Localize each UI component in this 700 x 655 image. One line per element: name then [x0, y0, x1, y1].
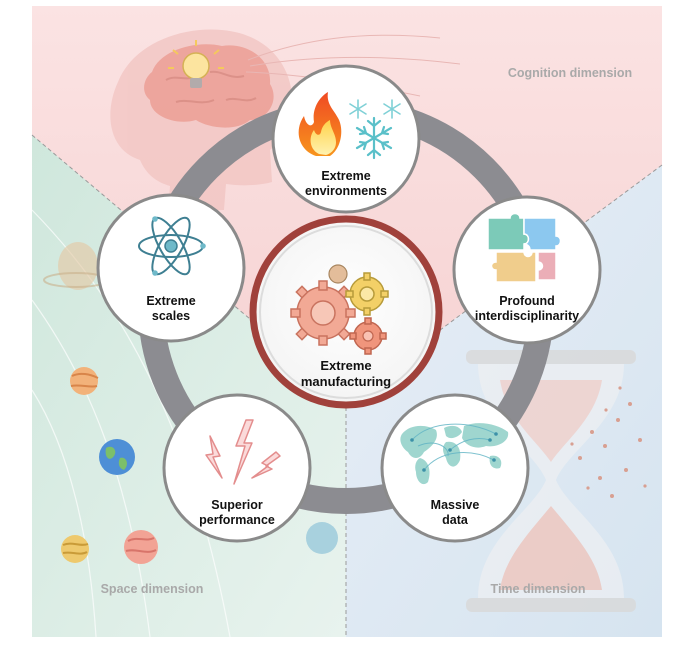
superior-performance-line1: Superior — [211, 498, 263, 512]
center-label-line1: Extreme — [320, 358, 371, 373]
space-dimension-label: Space dimension — [101, 582, 204, 596]
center-node: Extreme manufacturing — [249, 215, 443, 409]
extreme-environments-line1: Extreme — [321, 169, 370, 183]
node-profound-interdisciplinarity: Profound interdisciplinarity — [452, 195, 602, 345]
fire-icon — [298, 92, 342, 156]
node-massive-data: Massive data — [380, 393, 530, 543]
massive-data-line1: Massive — [431, 498, 480, 512]
node-superior-performance: Superior performance — [162, 393, 312, 543]
world-map-network-icon — [400, 423, 509, 485]
planet-orange-icon — [70, 367, 98, 395]
profound-interdisciplinarity-line1: Profound — [499, 294, 555, 308]
planet-ringed-icon — [58, 242, 98, 290]
extreme-environments-line2: environments — [305, 184, 387, 198]
superior-performance-line2: performance — [199, 513, 275, 527]
center-label-line2: manufacturing — [301, 374, 391, 389]
head-with-lightbulb-icon — [110, 29, 461, 212]
planets-orbits-icon — [31, 209, 338, 638]
extreme-scales-line2: scales — [152, 309, 190, 323]
node-extreme-scales: Extreme scales — [96, 193, 246, 343]
small-snowflake-right-icon — [383, 99, 401, 119]
gears-icon — [290, 264, 389, 355]
small-snowflake-left-icon — [349, 99, 367, 119]
planet-teal-icon — [306, 522, 338, 554]
cognition-dimension-label: Cognition dimension — [508, 66, 632, 80]
profound-interdisciplinarity-line2: interdisciplinarity — [475, 309, 579, 323]
planet-earth-icon — [99, 439, 135, 475]
time-dimension-label: Time dimension — [491, 582, 586, 596]
puzzle-icon — [487, 212, 562, 283]
snowflake-icon — [355, 116, 393, 160]
extreme-scales-line1: Extreme — [146, 294, 195, 308]
lightning-icon — [205, 419, 281, 485]
planet-pink-icon — [124, 530, 158, 564]
massive-data-line2: data — [442, 513, 469, 527]
planet-yellow-icon — [61, 535, 89, 563]
node-extreme-environments: Extreme environments — [271, 64, 421, 214]
